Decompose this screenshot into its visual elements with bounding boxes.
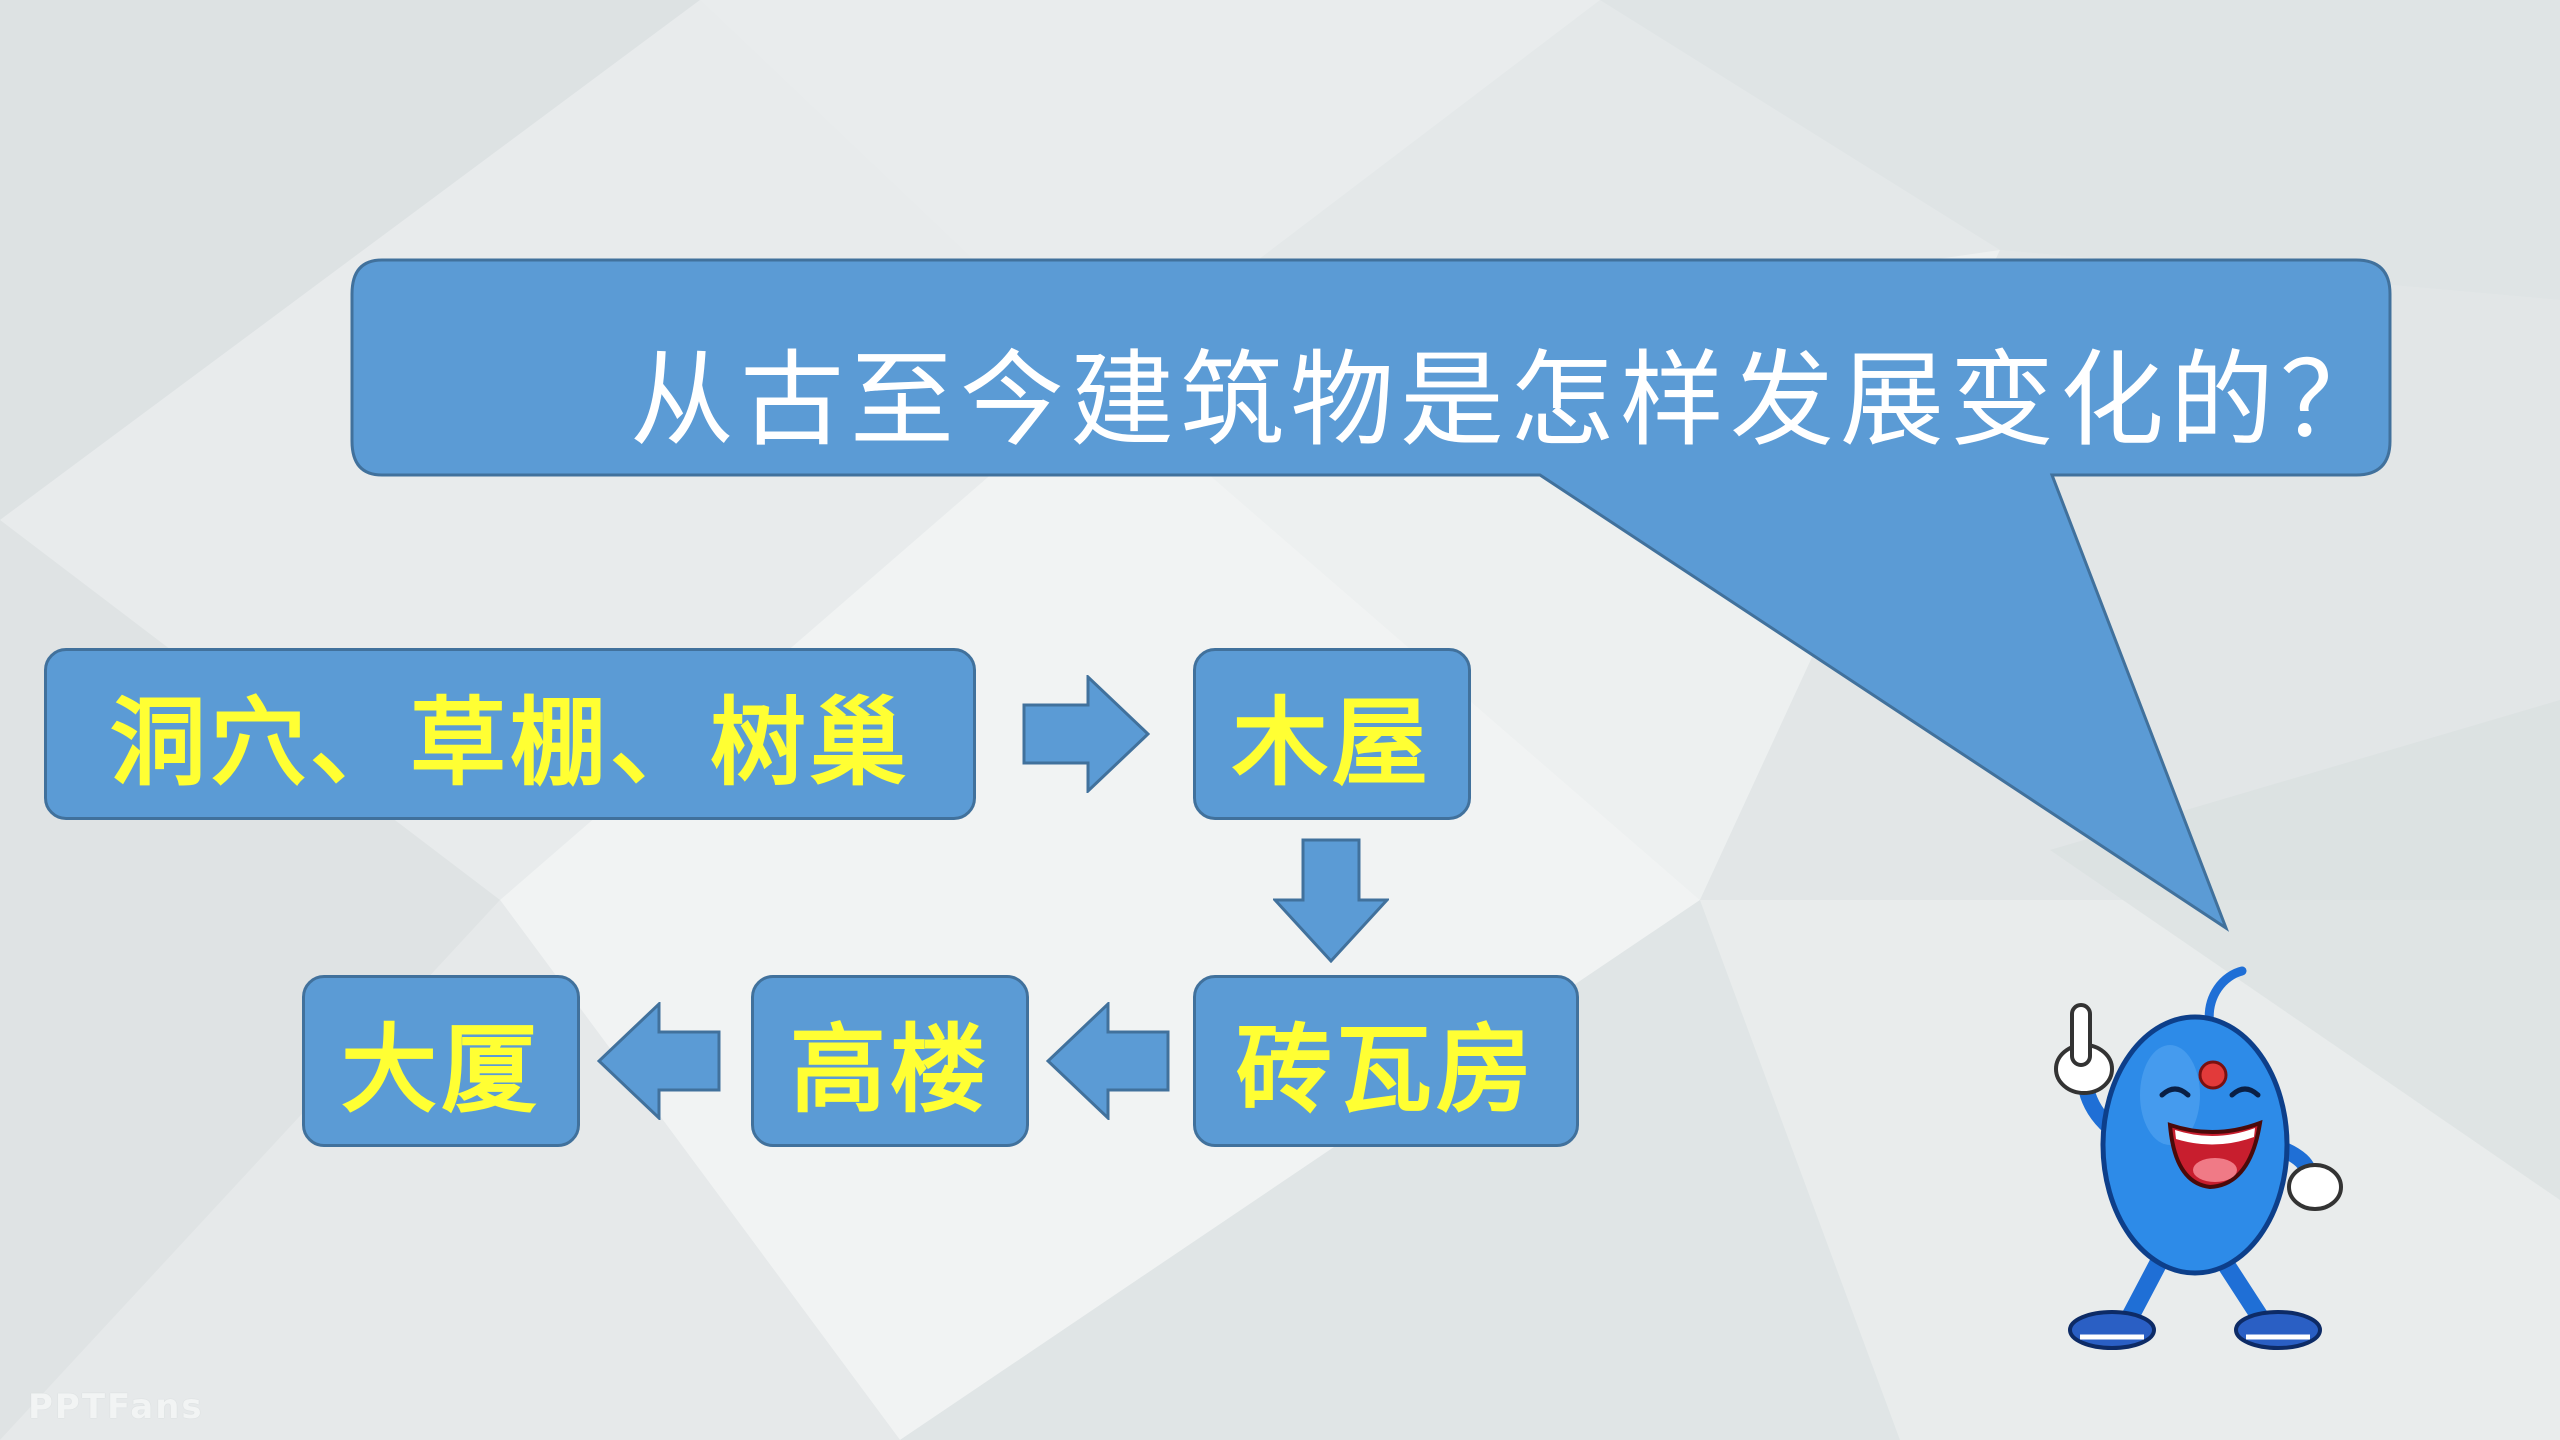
stage-wood-house-box: 木屋 [1193,648,1471,820]
stage-tall-building-box: 高楼 [751,975,1029,1147]
arrow-left-icon [597,1002,721,1120]
stage-brick-house-box: 砖瓦房 [1193,975,1579,1147]
stage-cave-box: 洞穴、草棚、树巢 [44,648,976,820]
arrow-down-icon [1273,838,1389,963]
stage-mansion-box: 大厦 [302,975,580,1147]
arrow-right-icon [1022,675,1150,793]
arrow-left-icon [1046,1002,1170,1120]
question-text: 从古至今建筑物是怎样发展变化的？ [629,338,2390,461]
mascot-icon [2054,966,2343,1350]
watermark-text: PPTFans [28,1387,204,1427]
